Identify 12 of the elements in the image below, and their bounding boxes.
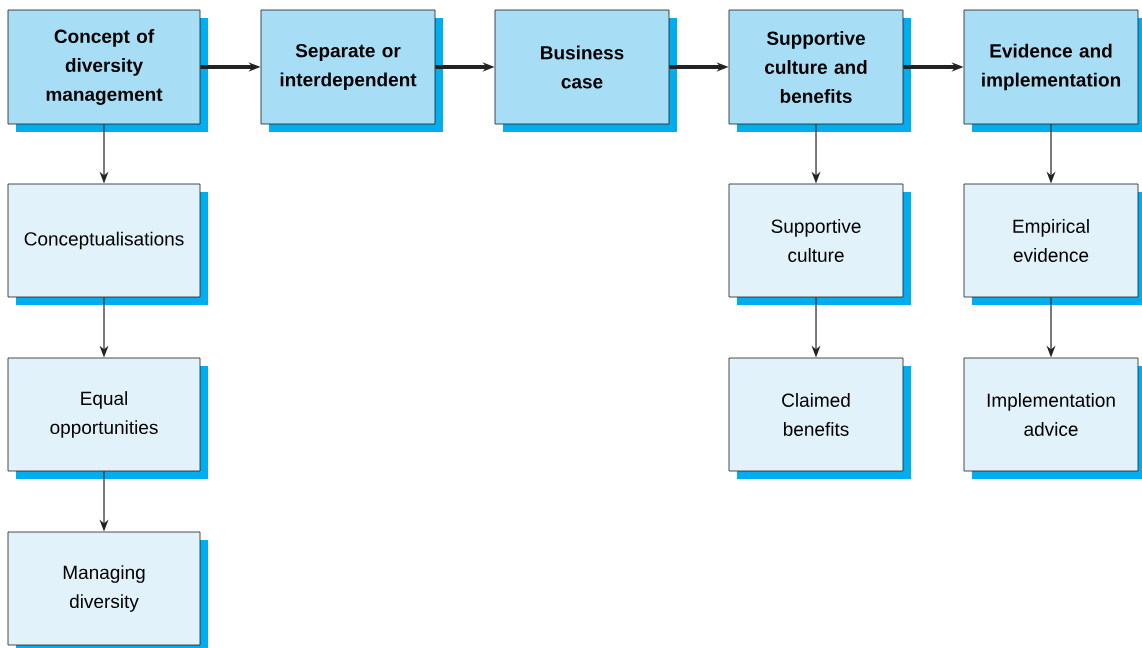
topic-box: Managing diversity [7, 531, 208, 648]
heading-box: Concept of diversity management [7, 9, 208, 132]
topic-box: Implementation advice [963, 357, 1142, 479]
topic-box: Empirical evidence [963, 183, 1142, 305]
topic-box: Equal opportunities [7, 357, 208, 479]
topic-box: Supportive culture [728, 183, 911, 305]
heading-box: Business case [494, 9, 677, 132]
topic-box: Claimed benefits [728, 357, 911, 479]
topic-box: Conceptualisations [7, 183, 208, 305]
heading-box: Separate or interdependent [260, 9, 443, 132]
heading-box: Supportive culture and benefits [728, 9, 911, 132]
heading-box: Evidence and implementation [963, 9, 1142, 132]
